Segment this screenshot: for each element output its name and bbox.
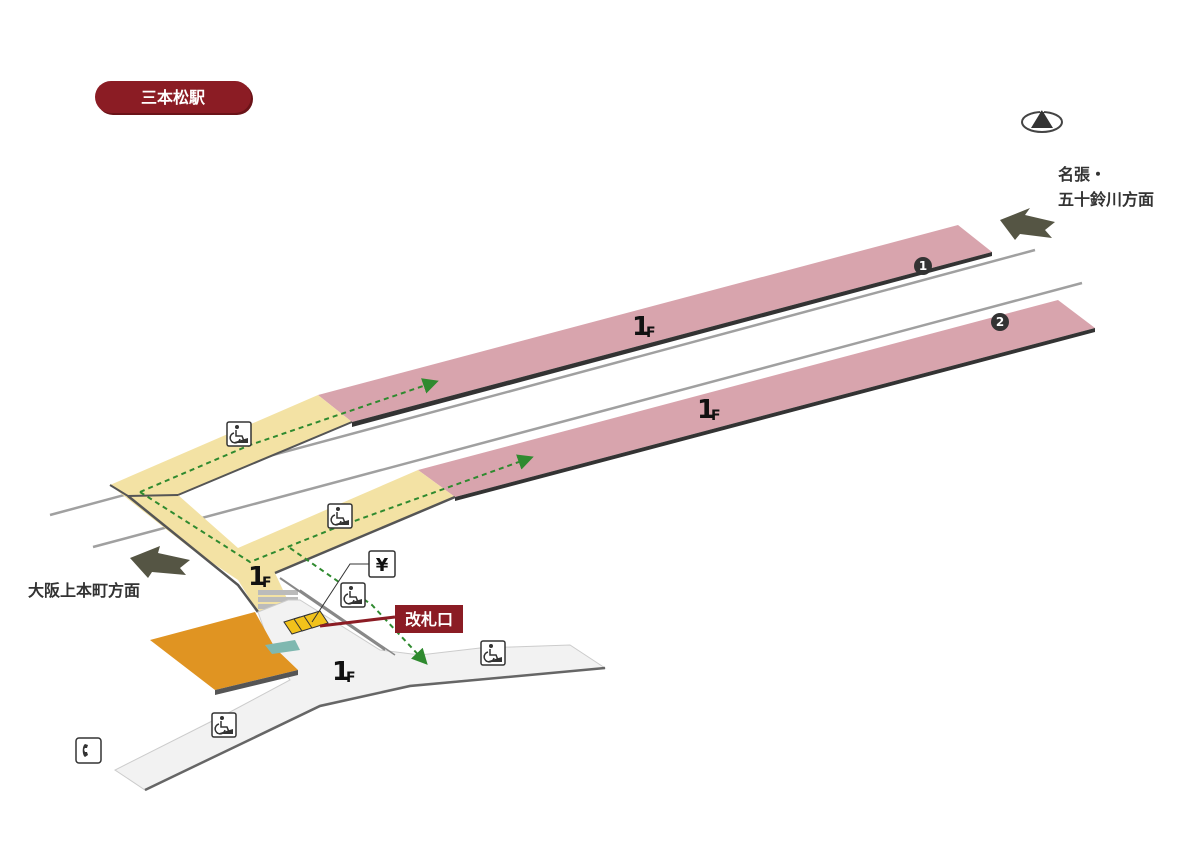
- platform-1: [318, 225, 992, 427]
- platform-number-1: 1: [914, 257, 932, 275]
- direction-east-line1: 名張・: [1058, 165, 1106, 184]
- svg-text:改札口: 改札口: [405, 610, 453, 629]
- rail-track-2: [92, 281, 1083, 549]
- floor-label-passage: 1 F: [248, 562, 272, 592]
- station-name-badge: 三本松駅: [95, 81, 253, 115]
- direction-west: 大阪上本町方面: [28, 581, 140, 600]
- svg-text:¥: ¥: [376, 555, 389, 576]
- station-name: 三本松駅: [141, 88, 206, 107]
- direction-east-line2: 五十鈴川方面: [1058, 190, 1154, 209]
- ticket-gate-icon: [283, 610, 329, 635]
- compass-letter: N: [1039, 106, 1044, 114]
- arrow-west-icon: [130, 546, 190, 578]
- svg-text:2: 2: [996, 315, 1004, 329]
- concourse: [114, 599, 607, 792]
- telephone-icon: [75, 737, 102, 764]
- wheelchair-slope-icon: [211, 712, 237, 738]
- platform-number-2: 2: [991, 313, 1009, 331]
- wheelchair-slope-icon: [340, 582, 366, 608]
- svg-text:F: F: [711, 408, 721, 424]
- platform-edge-line: [279, 577, 386, 651]
- shop-area: [150, 612, 300, 695]
- arrow-east-icon: [1000, 208, 1055, 240]
- svg-text:1: 1: [248, 562, 266, 592]
- svg-text:1: 1: [332, 657, 350, 687]
- ticket-machine-icon: ¥: [311, 550, 396, 623]
- wheelchair-slope-icon: [480, 640, 506, 666]
- floor-label-platform-2: 1 F: [697, 395, 721, 425]
- platform-2: [418, 300, 1095, 501]
- route-arrow-2: [139, 454, 534, 564]
- ticket-gate-label: 改札口: [319, 605, 463, 633]
- floor-label-concourse: 1 F: [332, 657, 356, 687]
- compass-north-icon: N: [1021, 106, 1063, 133]
- svg-text:F: F: [262, 575, 272, 591]
- wheelchair-slope-icon: [327, 503, 353, 529]
- route-arrow-3: [289, 547, 428, 665]
- svg-text:1: 1: [697, 395, 715, 425]
- svg-text:1: 1: [632, 312, 650, 342]
- svg-text:F: F: [646, 325, 656, 341]
- floor-label-platform-1: 1 F: [632, 312, 656, 342]
- wheelchair-slope-icon: [226, 421, 252, 447]
- svg-text:F: F: [346, 670, 356, 686]
- passage-overpass: [109, 395, 456, 613]
- svg-text:1: 1: [919, 259, 927, 273]
